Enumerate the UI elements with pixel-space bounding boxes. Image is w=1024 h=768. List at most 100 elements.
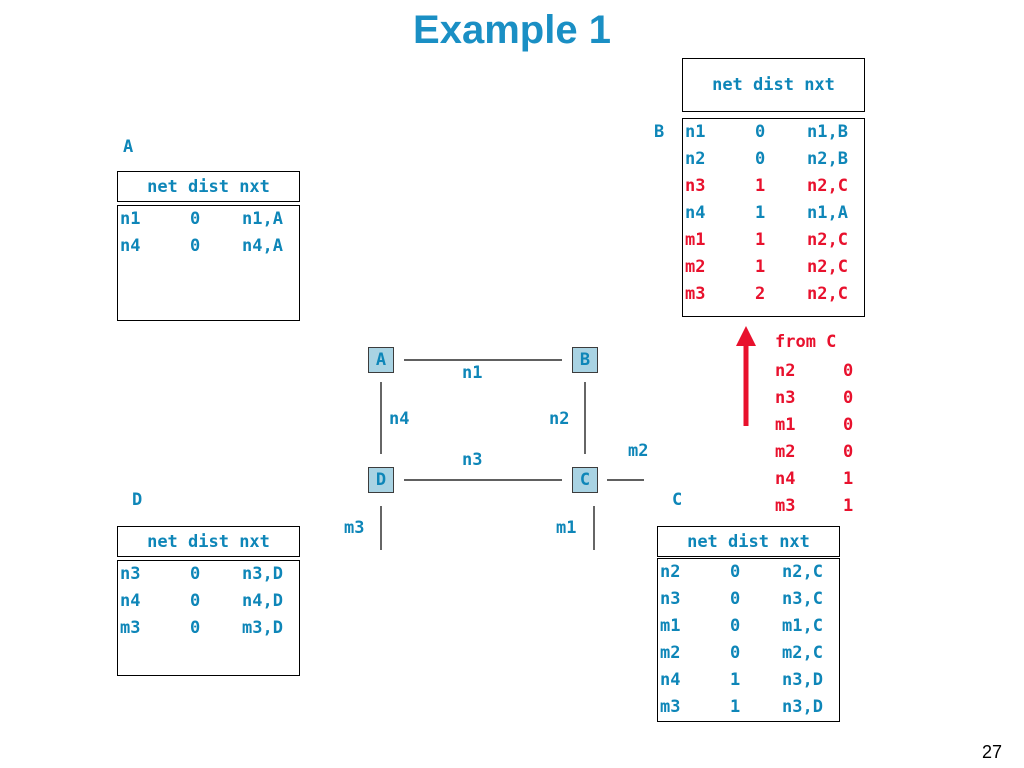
update-dist: 0 — [843, 415, 854, 435]
node-c: C — [572, 467, 598, 493]
table-c-row: m1 0 m1,C — [658, 613, 839, 640]
nxt-cell: n4,D — [242, 591, 283, 611]
node-b: B — [572, 347, 598, 373]
table-d-row: n3 0 n3,D — [118, 561, 299, 588]
nxt-cell: n2,C — [807, 257, 848, 277]
link-label-n3: n3 — [462, 450, 483, 470]
update-net: m3 — [775, 496, 796, 516]
table-c-header: net dist nxt — [657, 526, 840, 557]
update-title: from C — [775, 332, 837, 352]
nxt-cell: n3,D — [782, 697, 823, 717]
update-net: n4 — [775, 469, 796, 489]
table-c-row: n4 1 n3,D — [658, 667, 839, 694]
net-cell: m1 — [660, 616, 681, 636]
dist-cell: 1 — [755, 230, 766, 250]
node-d: D — [368, 467, 394, 493]
update-net: n3 — [775, 388, 796, 408]
nxt-cell: n1,A — [242, 209, 283, 229]
nxt-cell: m3,D — [242, 618, 283, 638]
table-b-row: m1 1 n2,C — [683, 227, 864, 254]
net-cell: n2 — [685, 149, 706, 169]
dist-cell: 0 — [755, 122, 766, 142]
nxt-cell: n2,C — [807, 176, 848, 196]
net-cell: m3 — [120, 618, 141, 638]
net-cell: n4 — [120, 591, 141, 611]
table-b-header: net dist nxt — [682, 58, 865, 112]
update-dist: 0 — [843, 388, 854, 408]
nxt-cell: m2,C — [782, 643, 823, 663]
update-row: m3 1 — [775, 493, 865, 520]
dist-cell: 0 — [190, 209, 201, 229]
net-cell: n4 — [120, 236, 141, 256]
nxt-cell: n1,B — [807, 122, 848, 142]
link-label-n2: n2 — [549, 409, 570, 429]
net-cell: m3 — [660, 697, 681, 717]
table-b-label: B — [654, 122, 665, 142]
update-net: n2 — [775, 361, 796, 381]
dist-cell: 0 — [730, 616, 741, 636]
dist-cell: 1 — [730, 697, 741, 717]
dist-cell: 0 — [730, 562, 741, 582]
link-label-n4: n4 — [389, 409, 410, 429]
net-cell: n3 — [685, 176, 706, 196]
net-cell: m2 — [685, 257, 706, 277]
dist-cell: 0 — [730, 643, 741, 663]
link-label-n1: n1 — [462, 363, 483, 383]
table-a-header: net dist nxt — [117, 171, 300, 202]
table-d-body: n3 0 n3,D n4 0 n4,D m3 0 m3,D — [117, 560, 300, 676]
dist-cell: 0 — [190, 591, 201, 611]
update-row: n2 0 — [775, 358, 865, 385]
nxt-cell: n3,D — [782, 670, 823, 690]
net-cell: n2 — [660, 562, 681, 582]
net-cell: n1 — [685, 122, 706, 142]
net-cell: n4 — [660, 670, 681, 690]
table-c-row: n3 0 n3,C — [658, 586, 839, 613]
table-a-row: n4 0 n4,A — [118, 233, 299, 260]
dist-cell: 0 — [190, 564, 201, 584]
dist-cell: 2 — [755, 284, 766, 304]
update-dist: 1 — [843, 496, 854, 516]
update-dist: 1 — [843, 469, 854, 489]
page-number: 27 — [981, 742, 1002, 762]
dist-cell: 0 — [755, 149, 766, 169]
nxt-cell: n3,C — [782, 589, 823, 609]
update-dist: 0 — [843, 442, 854, 462]
update-dist: 0 — [843, 361, 854, 381]
net-cell: n3 — [120, 564, 141, 584]
update-row: n4 1 — [775, 466, 865, 493]
dist-cell: 0 — [190, 618, 201, 638]
link-label-m1: m1 — [556, 518, 577, 538]
node-a: A — [368, 347, 394, 373]
table-d-label: D — [132, 490, 143, 510]
dist-cell: 0 — [190, 236, 201, 256]
nxt-cell: m1,C — [782, 616, 823, 636]
net-cell: n4 — [685, 203, 706, 223]
update-row: n3 0 — [775, 385, 865, 412]
table-b-row: m2 1 n2,C — [683, 254, 864, 281]
nxt-cell: n2,C — [807, 230, 848, 250]
table-c-row: n2 0 n2,C — [658, 559, 839, 586]
nxt-cell: n4,A — [242, 236, 283, 256]
table-b-row: n1 0 n1,B — [683, 119, 864, 146]
nxt-cell: n2,C — [807, 284, 848, 304]
net-cell: m1 — [685, 230, 706, 250]
nxt-cell: n3,D — [242, 564, 283, 584]
table-d-row: n4 0 n4,D — [118, 588, 299, 615]
slide-title: Example 1 — [413, 8, 611, 52]
dist-cell: 0 — [730, 589, 741, 609]
table-d-row: m3 0 m3,D — [118, 615, 299, 642]
net-cell: n3 — [660, 589, 681, 609]
nxt-cell: n1,A — [807, 203, 848, 223]
dist-cell: 1 — [755, 257, 766, 277]
nxt-cell: n2,C — [782, 562, 823, 582]
dist-cell: 1 — [730, 670, 741, 690]
table-c-label: C — [672, 490, 683, 510]
